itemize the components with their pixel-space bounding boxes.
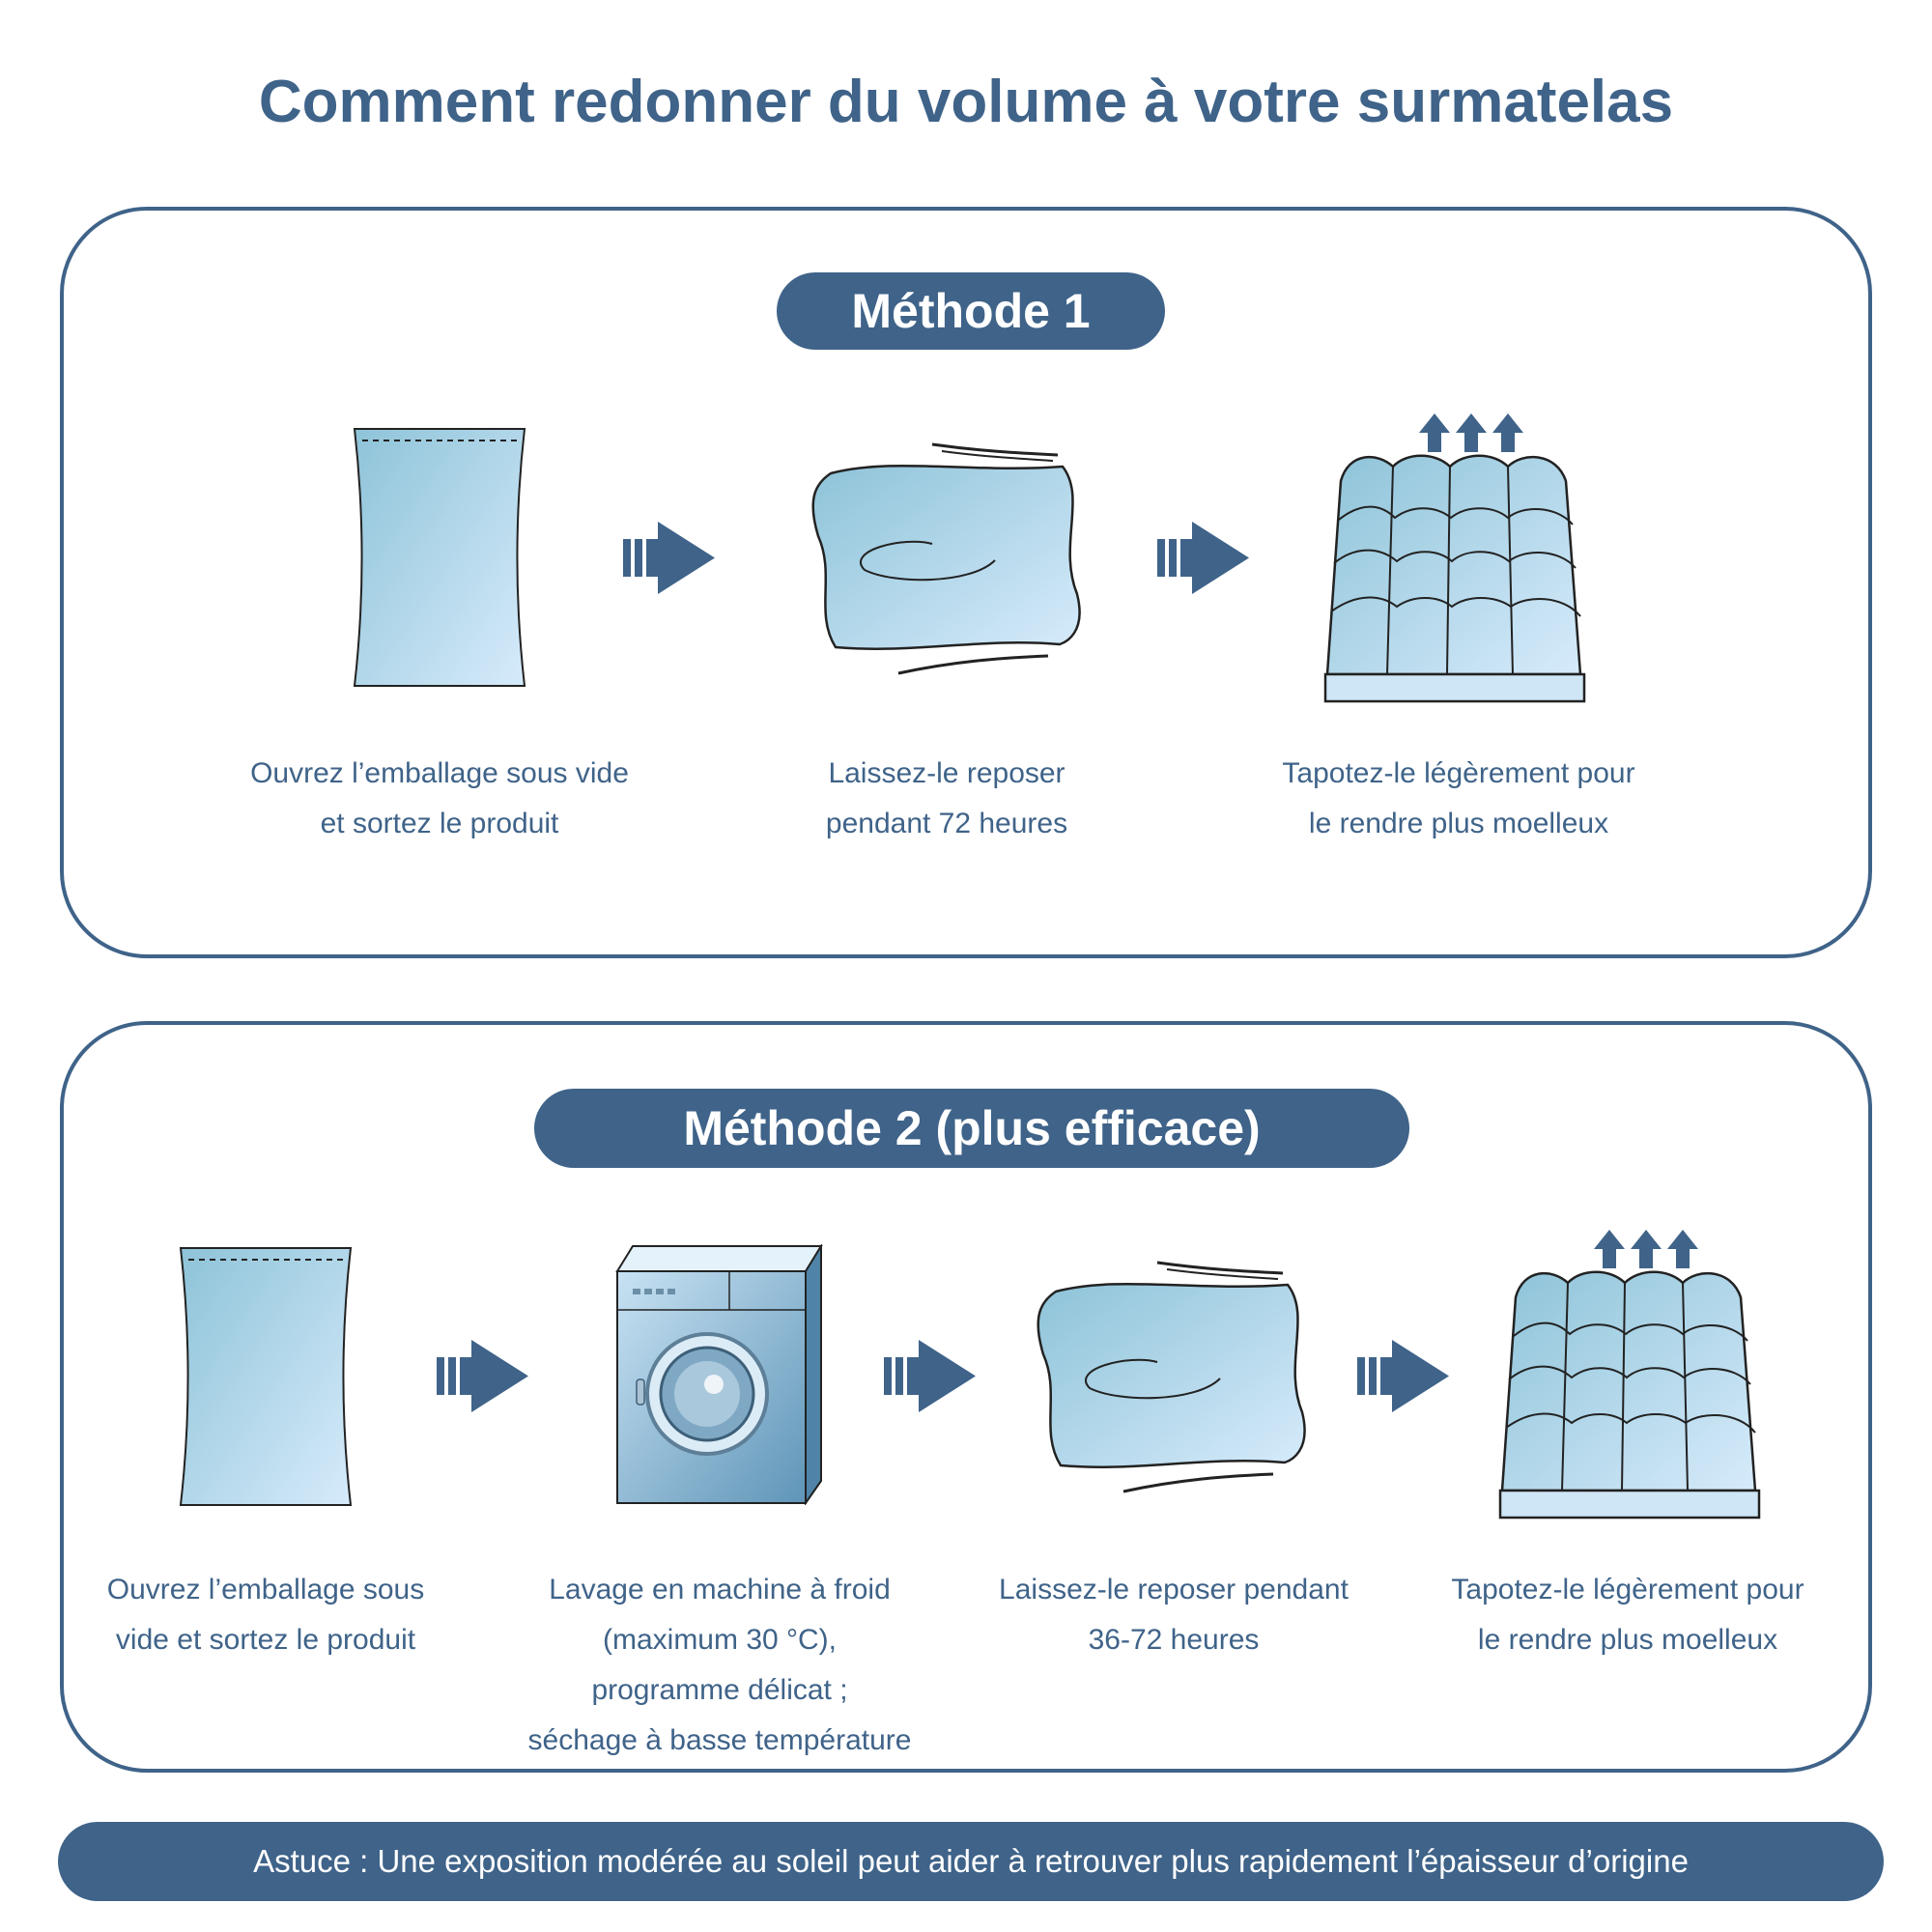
tip-banner: Astuce : Une exposition modérée au solei…: [58, 1822, 1884, 1901]
method-2-label: Méthode 2 (plus efficace): [534, 1089, 1409, 1168]
arrow-right-icon: [623, 522, 715, 594]
pillow-icon: [807, 440, 1087, 681]
vacuum-bag-icon: [353, 427, 526, 688]
method-1-label: Méthode 1: [777, 272, 1165, 350]
fluffy-topper-icon: [1494, 1230, 1765, 1529]
fluffy-topper-icon: [1320, 413, 1590, 713]
washing-machine-icon: [615, 1244, 823, 1505]
step-caption: Lavage en machine à froid(maximum 30 °C)…: [527, 1574, 912, 1756]
arrow-right-icon: [1157, 522, 1249, 594]
arrow-right-icon: [884, 1340, 976, 1412]
arrow-right-icon: [1357, 1340, 1449, 1412]
pillow-icon: [1032, 1258, 1312, 1499]
vacuum-bag-icon: [179, 1246, 353, 1507]
page-title: Comment redonner du volume à votre surma…: [258, 69, 1674, 135]
arrow-right-icon: [437, 1340, 528, 1412]
